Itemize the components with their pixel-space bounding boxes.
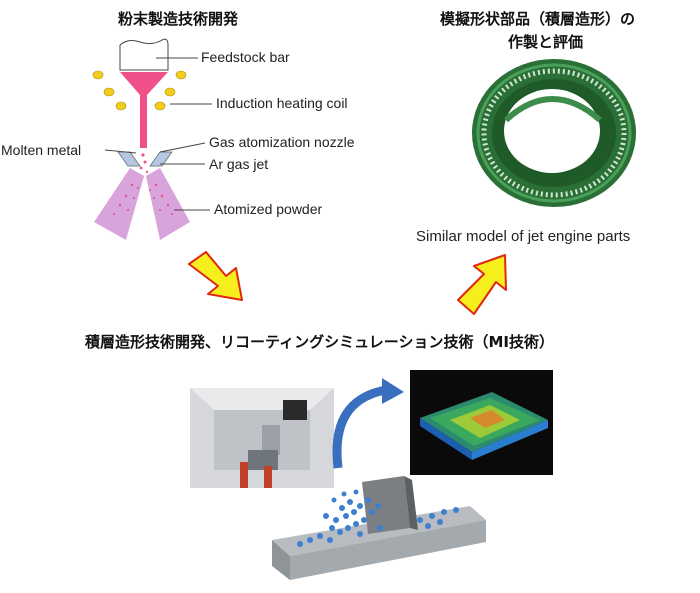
machine-photo bbox=[190, 388, 334, 488]
model-part-title-line1: 模擬形状部品（積層造形）の bbox=[440, 10, 636, 28]
molten-funnel bbox=[120, 72, 168, 148]
arrow-up-right bbox=[457, 254, 507, 315]
leader-lines bbox=[104, 57, 212, 211]
model-part-title-line2: 作製と評価 bbox=[508, 33, 584, 51]
feedstock-bar bbox=[119, 38, 169, 71]
feedstock-bar-label: Feedstock bar bbox=[201, 49, 290, 65]
molten-metal-label: Molten metal bbox=[1, 142, 82, 158]
engine-ring bbox=[472, 59, 636, 207]
curved-arrow bbox=[332, 378, 404, 469]
additive-manufacturing-title: 積層造形技術開発、リコーティングシミュレーション技術（MI技術） bbox=[85, 333, 555, 351]
arrow-down-right bbox=[188, 251, 243, 301]
engine-parts-caption: Similar model of jet engine parts bbox=[416, 228, 631, 245]
atomized-powder-label: Atomized powder bbox=[214, 201, 323, 217]
simulation-surface bbox=[410, 370, 553, 475]
gas-nozzle-label: Gas atomization nozzle bbox=[209, 134, 355, 150]
powder-plume bbox=[94, 168, 190, 240]
ar-gas-jet-label: Ar gas jet bbox=[209, 156, 269, 172]
induction-coil-label: Induction heating coil bbox=[216, 95, 348, 111]
recoating-simulation bbox=[272, 476, 486, 580]
induction-coil bbox=[92, 70, 187, 111]
powder-production-title: 粉末製造技術開発 bbox=[118, 10, 239, 28]
